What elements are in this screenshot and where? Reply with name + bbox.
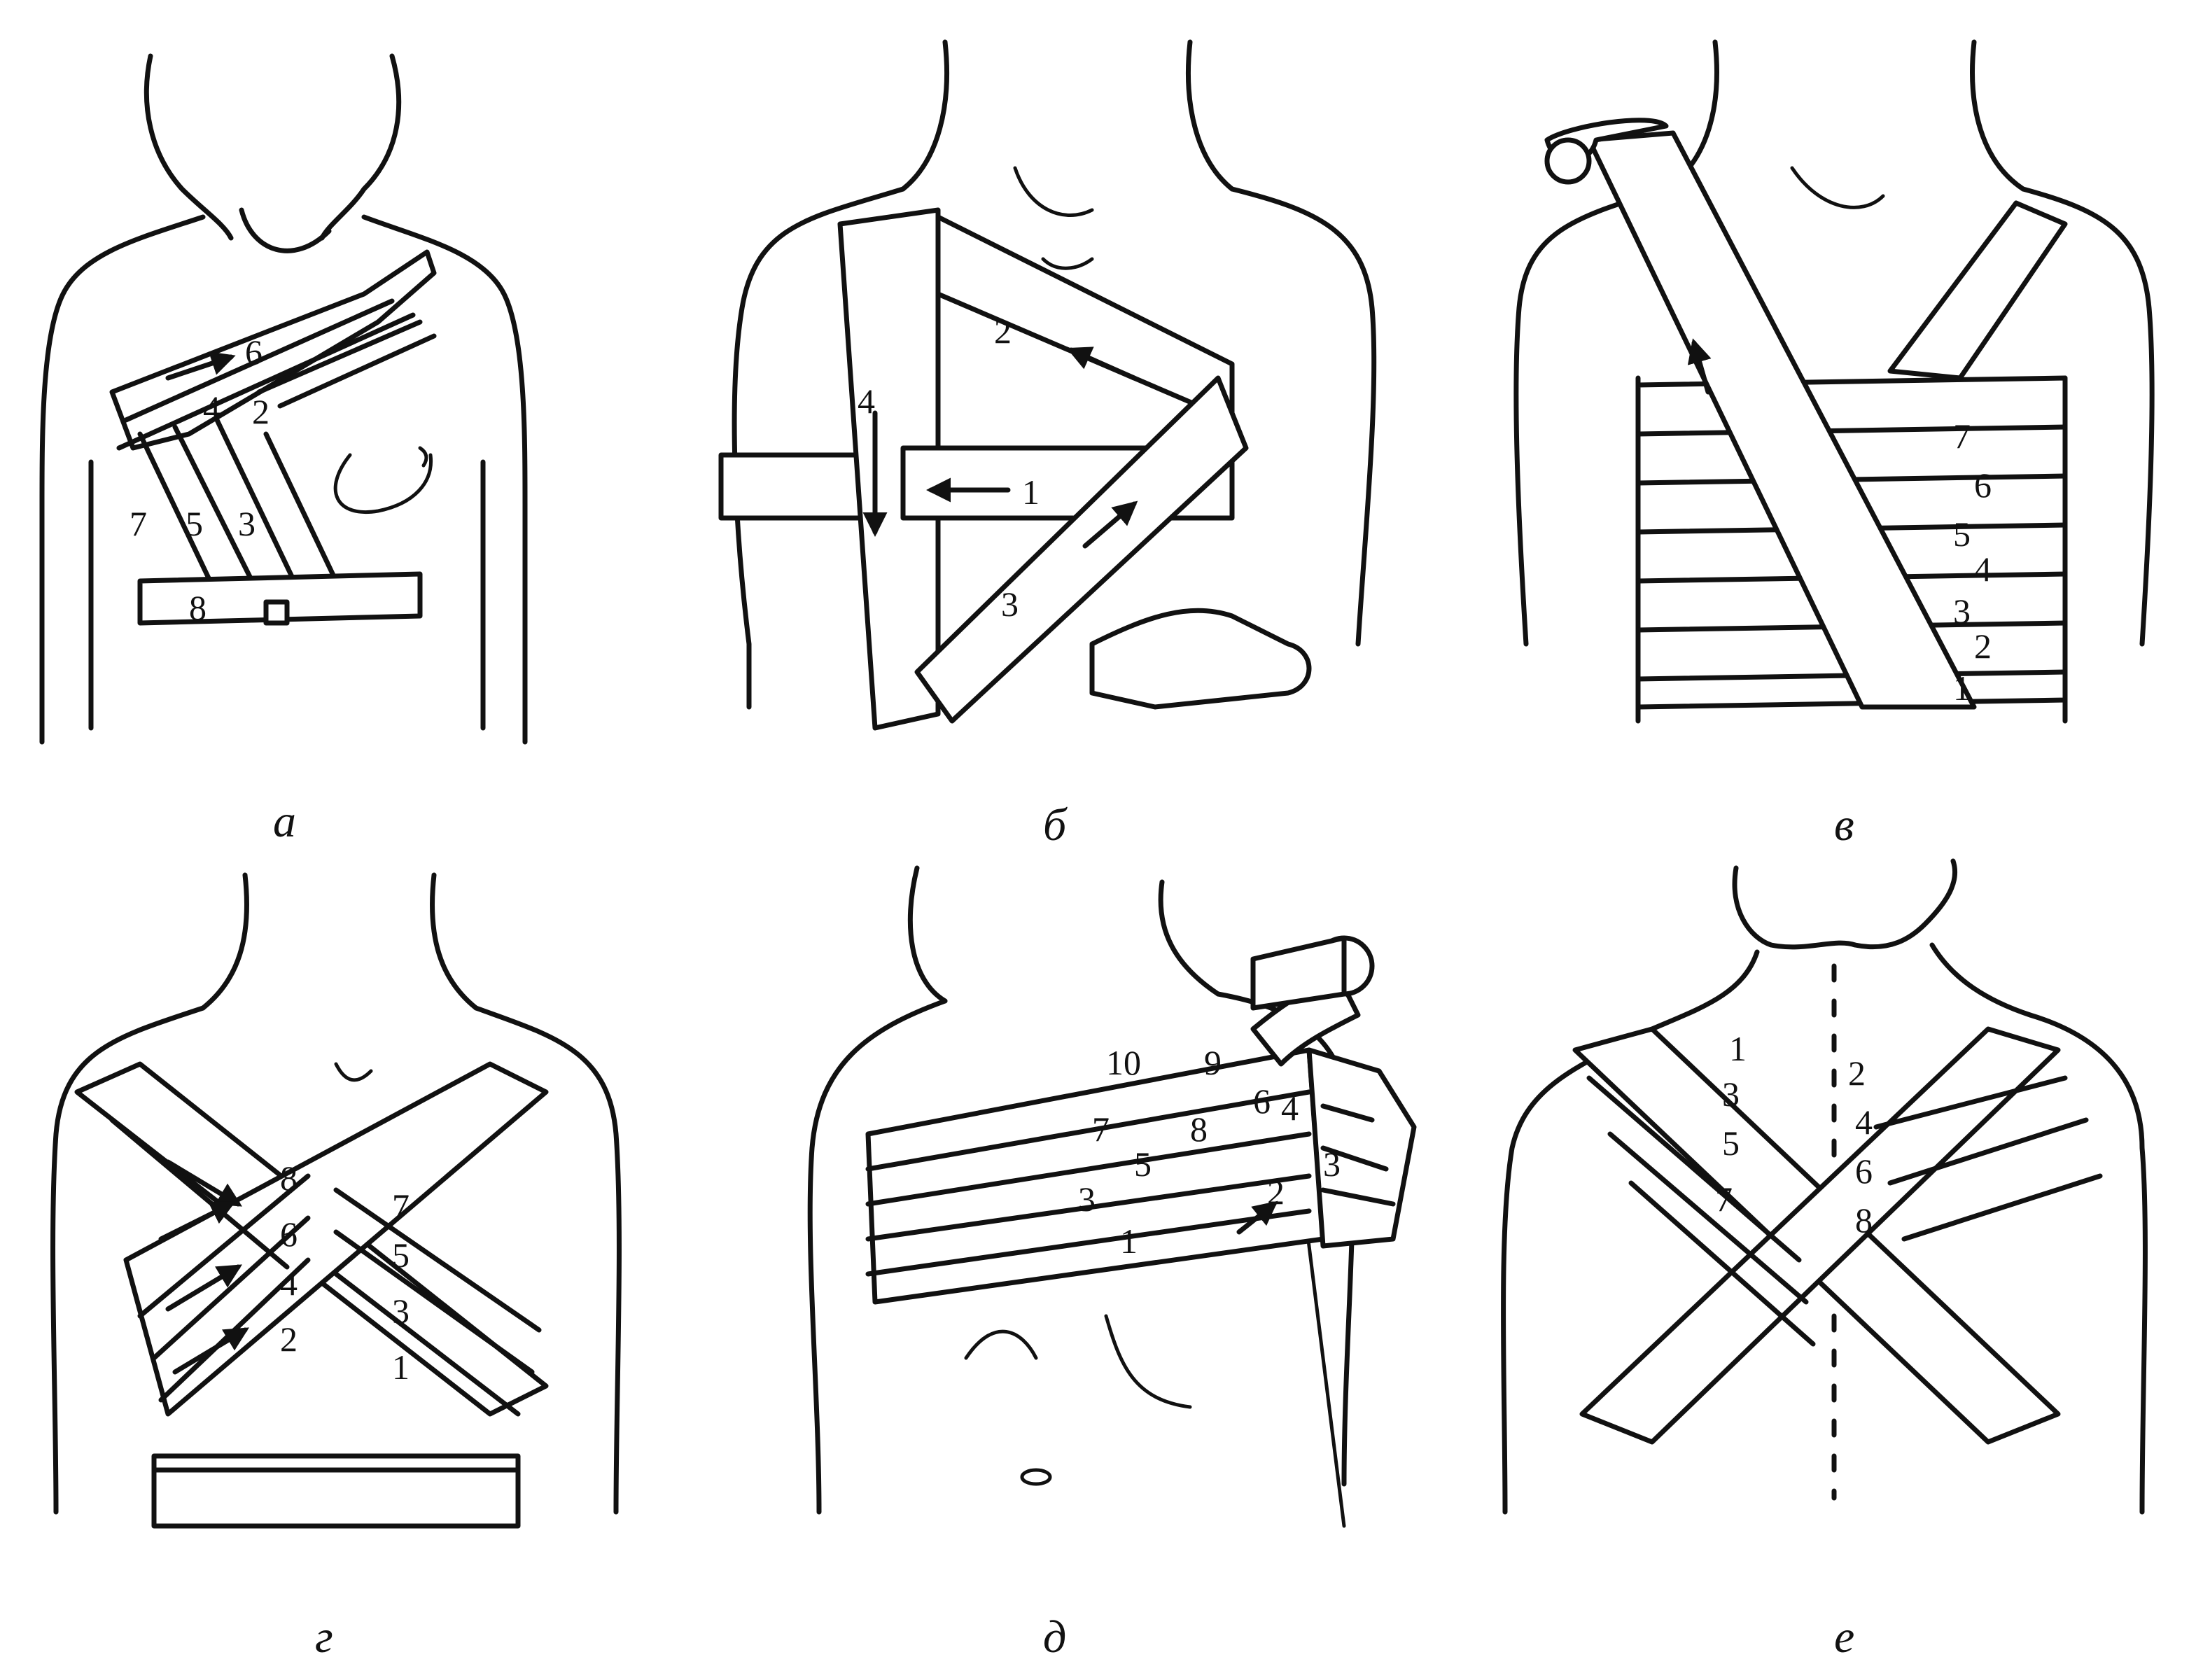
turn-number: 5 bbox=[392, 1236, 410, 1275]
panel-d: 10 9 7 5 3 1 8 6 4 3 2 д bbox=[807, 865, 1417, 1662]
turn-number: 9 bbox=[1204, 1043, 1222, 1082]
turn-number: 8 bbox=[1190, 1110, 1208, 1149]
turn-number: 2 bbox=[1848, 1054, 1866, 1093]
turn-number: 6 bbox=[245, 332, 263, 372]
turn-number: 6 bbox=[1855, 1152, 1873, 1191]
panel-v: 7 6 5 4 3 2 1 в bbox=[1513, 39, 2155, 850]
torso-outline bbox=[39, 53, 528, 745]
turn-number: 3 bbox=[1001, 584, 1019, 624]
turn-number: 4 bbox=[203, 388, 221, 428]
panel-e: 1 3 5 7 2 4 6 8 е bbox=[1501, 858, 2148, 1662]
bandage-turns bbox=[109, 249, 437, 626]
turn-number: 5 bbox=[1134, 1144, 1152, 1184]
turn-number: 4 bbox=[1281, 1088, 1299, 1128]
turn-number: 6 bbox=[1253, 1082, 1271, 1121]
turn-number: 1 bbox=[392, 1348, 410, 1387]
turn-number: 3 bbox=[1323, 1144, 1341, 1184]
turn-number: 8 bbox=[280, 1158, 298, 1198]
bandage-turns bbox=[865, 935, 1417, 1305]
panel-caption: г bbox=[315, 1611, 333, 1662]
turn-number: 2 bbox=[1267, 1172, 1285, 1212]
bandage-turns bbox=[74, 1061, 549, 1529]
turn-number: 3 bbox=[1953, 592, 1971, 631]
panel-b: 2 4 1 3 б bbox=[718, 39, 1377, 850]
turn-number: 3 bbox=[1722, 1074, 1740, 1114]
torso-outline bbox=[50, 872, 622, 1515]
turn-number: 1 bbox=[1022, 472, 1040, 512]
turn-number: 5 bbox=[1722, 1124, 1740, 1163]
turn-number: 7 bbox=[1715, 1180, 1733, 1219]
turn-number: 4 bbox=[1974, 550, 1992, 589]
turn-number: 4 bbox=[1855, 1102, 1873, 1142]
turn-number: 7 bbox=[130, 504, 147, 543]
turn-number: 3 bbox=[392, 1292, 410, 1331]
turn-number: 3 bbox=[238, 504, 256, 543]
turn-number: 2 bbox=[994, 312, 1012, 351]
turn-number: 8 bbox=[189, 588, 207, 627]
panel-caption: в bbox=[1834, 799, 1854, 850]
turn-number: 2 bbox=[252, 392, 270, 431]
turn-number: 7 bbox=[1953, 416, 1971, 456]
turn-number: 4 bbox=[280, 1264, 298, 1303]
turn-number: 6 bbox=[280, 1214, 298, 1254]
turn-number: 3 bbox=[1078, 1180, 1096, 1219]
bandage-turns bbox=[1544, 118, 2068, 710]
turn-number: 10 bbox=[1106, 1043, 1141, 1082]
panel-caption: б bbox=[1043, 799, 1068, 850]
turn-number: 5 bbox=[186, 504, 203, 543]
turn-number: 1 bbox=[1953, 668, 1971, 708]
panel-caption: а bbox=[273, 796, 296, 847]
bandage-turns bbox=[837, 207, 1312, 731]
panel-a: 6 4 2 7 5 3 8 а bbox=[39, 53, 528, 847]
panel-caption: д bbox=[1043, 1611, 1066, 1662]
turn-number: 2 bbox=[280, 1320, 298, 1359]
turn-number: 7 bbox=[1092, 1110, 1110, 1149]
panel-g: 8 6 4 2 7 5 3 1 г bbox=[50, 872, 622, 1662]
turn-number: 1 bbox=[1729, 1029, 1747, 1068]
turn-number: 5 bbox=[1953, 514, 1971, 554]
torso-outline bbox=[1501, 858, 2148, 1515]
turn-number: 6 bbox=[1974, 465, 1992, 505]
turn-number: 7 bbox=[392, 1186, 410, 1226]
turn-number: 1 bbox=[1120, 1222, 1138, 1261]
turn-number: 2 bbox=[1974, 626, 1992, 666]
panel-caption: е bbox=[1834, 1611, 1854, 1662]
turn-number: 4 bbox=[858, 382, 875, 421]
turn-number: 8 bbox=[1855, 1200, 1873, 1240]
bandage-turns bbox=[1572, 1026, 2103, 1445]
